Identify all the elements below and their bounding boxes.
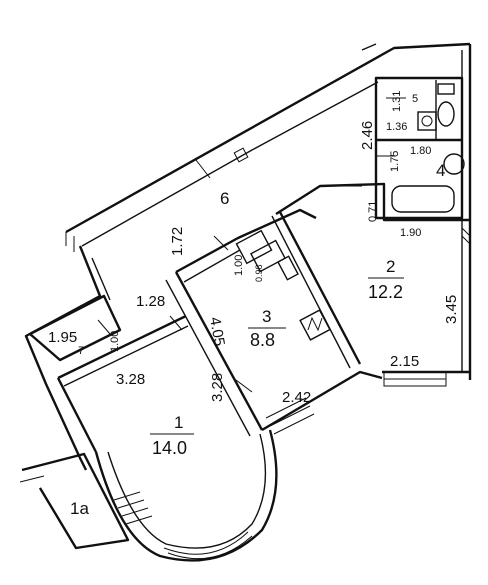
- dim-tick-6: [195, 159, 211, 179]
- room3-north-west-wall-inner: [183, 249, 241, 283]
- dim-1-90: 1.90: [400, 227, 421, 239]
- dim-3-45: 3.45: [443, 295, 460, 324]
- vent-duct-3: [277, 255, 299, 281]
- wall-hatch-2: [461, 235, 471, 245]
- dim-2-15: 2.15: [390, 353, 419, 370]
- dim-tick-128: [169, 315, 183, 331]
- dim-1-75: 1.75: [389, 151, 401, 172]
- balcony-rail: [39, 487, 129, 549]
- room-3-number: 3: [262, 307, 271, 326]
- wall-hall-room1-inner: [63, 325, 189, 387]
- bath-sink: [443, 153, 465, 175]
- toilet-tank: [437, 83, 455, 95]
- outer-wall-north: [65, 42, 471, 234]
- room1-west-wall: [56, 377, 98, 453]
- balcony-floor-edge: [19, 475, 45, 483]
- room-4-number: 4: [436, 161, 445, 180]
- room-6-number: 6: [220, 189, 229, 208]
- closet-walls: [29, 294, 122, 362]
- labels: 1 14.0 1a 2 12.2 3 8.8 4 5 6 7 3.28 3.28…: [48, 91, 460, 518]
- dim-1-00-closet: 1.00: [109, 331, 121, 352]
- room-3-area: 8.8: [250, 330, 275, 350]
- wall-room3-room2-inner: [271, 215, 351, 369]
- bay-outer-arc: [94, 429, 278, 562]
- outer-wall-north-inner: [81, 81, 379, 247]
- stove-mark: [307, 316, 323, 332]
- stove: [299, 309, 331, 341]
- room-2-area: 12.2: [368, 282, 403, 302]
- dim-0-98: 0.98: [254, 264, 264, 282]
- room-1-area: 14.0: [152, 438, 187, 458]
- room-1-number: 1: [174, 413, 183, 432]
- outer-wall-west: [24, 245, 102, 471]
- wall-room1-room3: [174, 271, 264, 431]
- windows: [265, 371, 447, 435]
- dim-tick-172: [213, 235, 229, 251]
- fixtures: [65, 43, 471, 341]
- vent-duct-1: [235, 229, 273, 265]
- room3-south-wall: [261, 370, 383, 432]
- corridor-niche: [233, 147, 249, 163]
- bathtub: [391, 185, 455, 213]
- room-2-number: 2: [386, 257, 395, 276]
- room3-window-3: [273, 413, 315, 435]
- outer-wall-west-inner: [91, 257, 111, 301]
- bay-glazing-1: [163, 531, 249, 555]
- dim-1-80: 1.80: [410, 145, 431, 157]
- bay-inner-arc: [107, 433, 267, 549]
- dim-0-71: 0.71: [367, 201, 379, 222]
- wall-hatch-1: [461, 227, 471, 237]
- dim-2-42: 2.42: [282, 389, 311, 406]
- dim-3-28-horizontal: 3.28: [116, 371, 145, 388]
- wall-hall-room1: [57, 314, 187, 380]
- toilet-bowl: [437, 101, 455, 127]
- wall-room1-room3-inner: [165, 279, 251, 437]
- dim-1-31: 1.31: [391, 91, 403, 112]
- room-1a-number: 1a: [70, 499, 89, 518]
- room3-window-2: [269, 405, 311, 427]
- room1-window-3: [121, 507, 149, 517]
- dimension-lines: [97, 97, 462, 393]
- dim-1-72: 1.72: [169, 227, 186, 256]
- bathroom-outline: [374, 76, 464, 220]
- wall-room3-room2: [278, 211, 362, 365]
- room1-window-4: [125, 515, 153, 525]
- dim-1-95: 1.95: [48, 329, 77, 346]
- room-5-number: 5: [412, 93, 418, 105]
- room1-window-1: [113, 491, 141, 501]
- room3-window-1: [265, 397, 307, 419]
- room3-north-west-wall: [175, 208, 317, 274]
- wc-sink-drain: [421, 115, 433, 127]
- dim-tick-100: [97, 319, 111, 335]
- dim-3-28-vertical: 3.28: [209, 373, 226, 402]
- dim-1-28: 1.28: [136, 293, 165, 310]
- room2-north-wall: [275, 182, 470, 222]
- dim-1-00-duct: 1.00: [233, 255, 245, 276]
- dim-1-36: 1.36: [386, 121, 407, 133]
- walls: [24, 42, 472, 471]
- dim-4-05: 4.05: [206, 316, 228, 348]
- wc-sink: [417, 111, 437, 131]
- bay-window: [94, 429, 278, 562]
- room1-window-2: [117, 499, 145, 509]
- pipe-stub: [361, 43, 377, 51]
- balcony: [19, 452, 130, 550]
- room-7-number: 7: [78, 345, 84, 357]
- vent-duct-2: [249, 239, 287, 273]
- dim-2-46: 2.46: [359, 121, 376, 150]
- bay-glazing-2: [167, 535, 253, 560]
- dim-tick-405: [235, 379, 253, 393]
